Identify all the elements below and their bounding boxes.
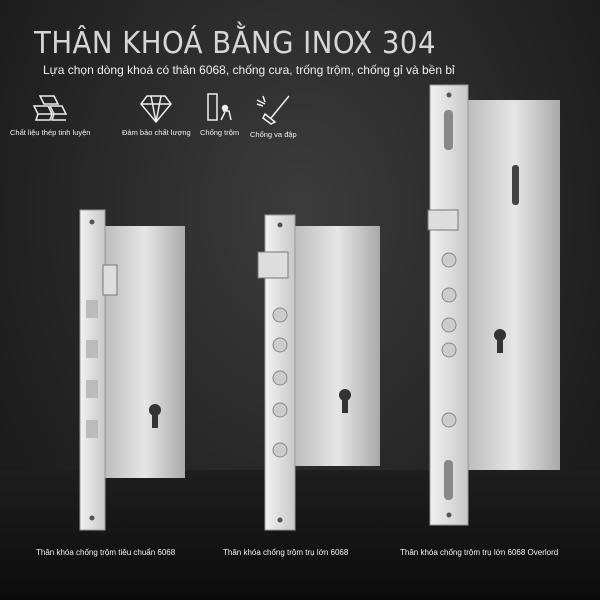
product-caption: Thân khóa chống trộm tiêu chuẩn 6068	[36, 548, 176, 557]
lock-large-cylinder-6068	[257, 214, 380, 531]
feature-label: Chất liệu thép tinh luyện	[10, 128, 91, 137]
feature-quality: Đảm bảo chất lượng	[122, 92, 191, 137]
feature-anti-theft: Chống trộm	[200, 92, 239, 137]
product-caption: Thân khóa chống trộm trụ lớn 6068 Overlo…	[400, 548, 559, 557]
feature-steel: Chất liệu thép tinh luyện	[10, 92, 90, 137]
diamond-icon	[140, 95, 173, 124]
feature-label: Chống va đập	[250, 130, 297, 139]
feature-label: Đảm bảo chất lượng	[122, 128, 191, 137]
feature-label: Chống trộm	[200, 128, 240, 137]
lock-overlord-6068	[427, 84, 560, 526]
hammer-impact-icon	[257, 95, 290, 125]
page-subtitle: Lựa chọn dòng khoá có thân 6068, chống c…	[43, 63, 455, 77]
gold-bars-icon	[33, 95, 68, 121]
thief-door-icon	[206, 93, 232, 121]
lock-standard-6068	[79, 209, 185, 531]
product-caption: Thân khóa chống trộm trụ lớn 6068	[223, 548, 349, 557]
page-title: THÂN KHOÁ BẰNG INOX 304	[34, 26, 436, 61]
feature-impact: Chống va đập	[250, 92, 297, 139]
